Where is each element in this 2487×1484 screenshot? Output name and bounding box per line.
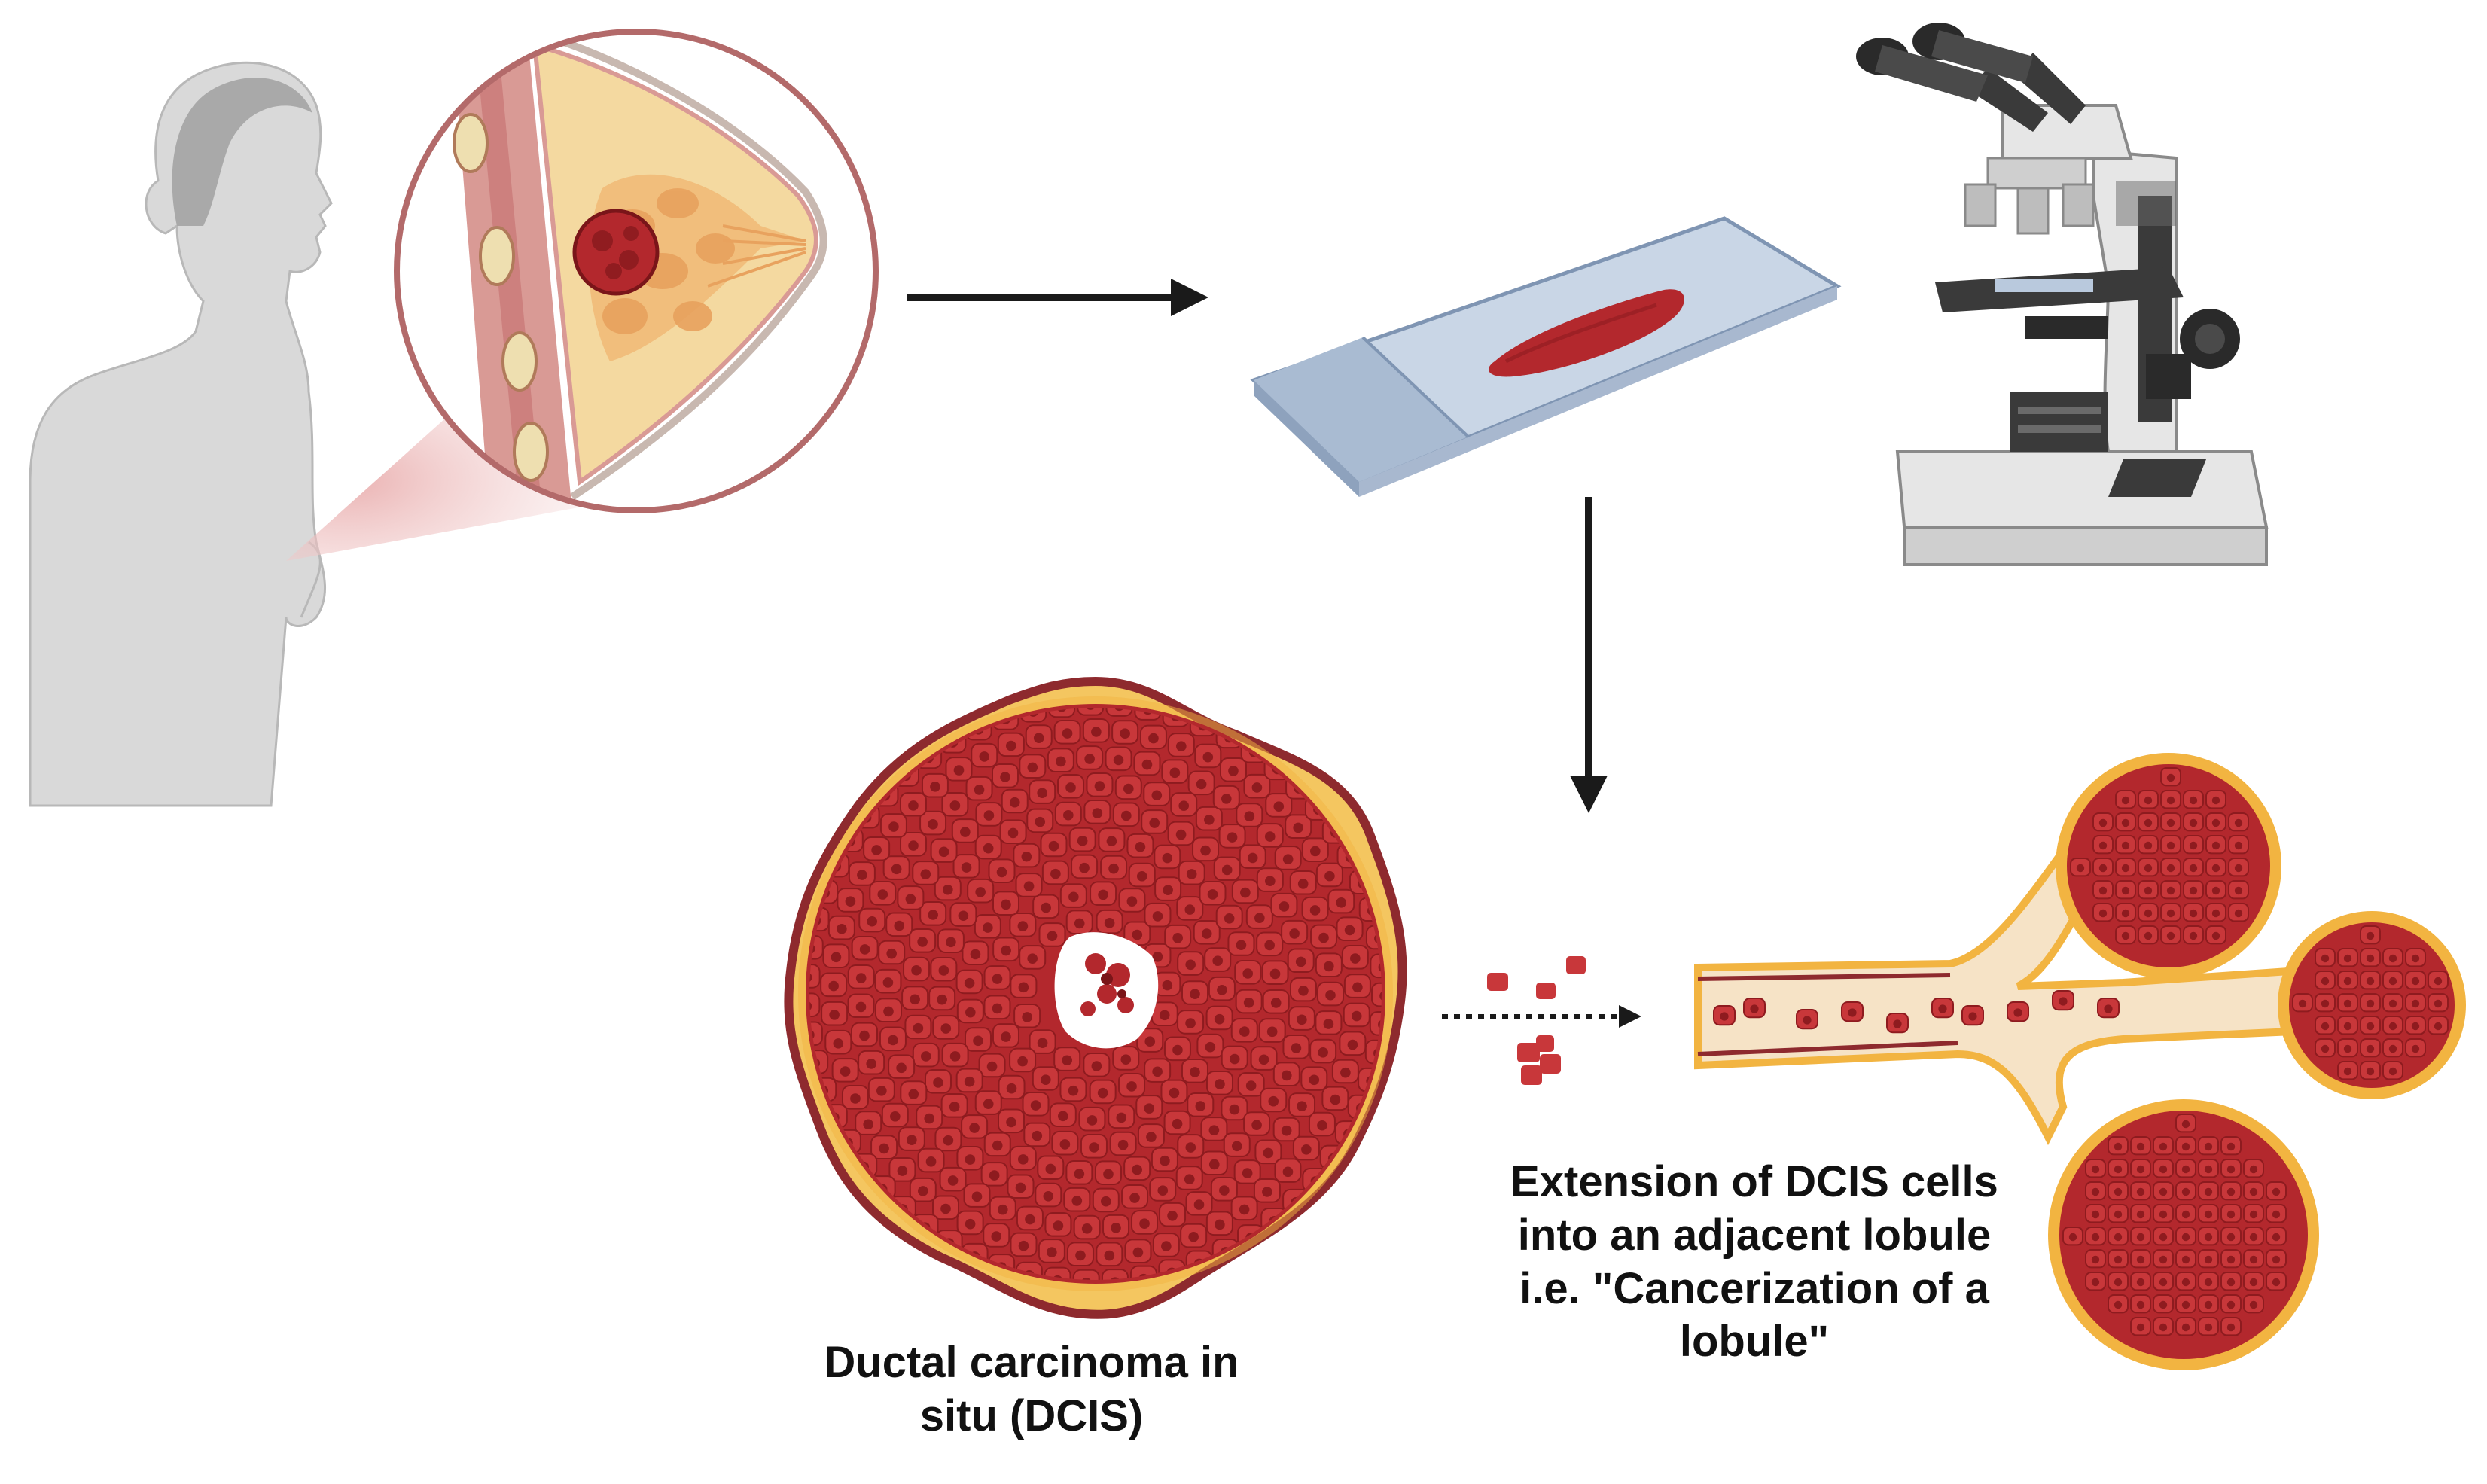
- glass-slide-icon: [1250, 216, 1842, 497]
- extension-caption-line-1: Extension of DCIS cells: [1510, 1157, 1998, 1206]
- dcis-caption-line-1: Ductal carcinoma in: [824, 1338, 1239, 1387]
- dcis-caption-line-2: situ (DCIS): [919, 1391, 1144, 1440]
- magnification-cone: [286, 399, 595, 561]
- breast-cross-section-icon: [394, 29, 879, 513]
- extension-caption-line-4: lobule": [1679, 1317, 1830, 1367]
- dcis-duct-icon: [784, 676, 1407, 1319]
- lobule-icon: [1694, 753, 2466, 1370]
- migrating-cells: [1487, 956, 1586, 1085]
- extension-caption: Extension of DCIS cells into an adjacent…: [1431, 1156, 2078, 1369]
- extension-caption-line-2: into an adjacent lobule: [1517, 1210, 1992, 1260]
- extension-caption-line-3: i.e. "Cancerization of a: [1519, 1263, 1989, 1313]
- woman-silhouette-icon: [29, 61, 333, 807]
- dcis-caption: Ductal carcinoma in situ (DCIS): [821, 1336, 1242, 1443]
- microscope-icon: [1856, 23, 2269, 566]
